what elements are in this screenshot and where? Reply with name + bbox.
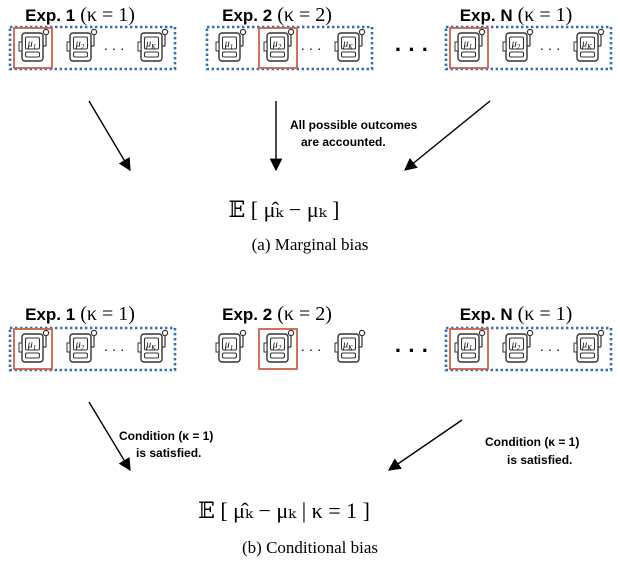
machine-label: μ2 <box>511 39 521 52</box>
arm-ellipsis: · · · <box>540 43 561 58</box>
note-line: is satisfied. <box>136 446 201 460</box>
experiment-kappa: (κ = 1) <box>80 4 135 26</box>
arm-ellipsis: · · · <box>301 43 322 58</box>
machine-label: μK <box>581 340 592 353</box>
slot-machine-icon: μ2 <box>66 28 98 62</box>
experiment-3: Exp. N (κ = 1) μ1 μ2 μK · · · <box>444 4 613 71</box>
experiments-ellipsis: · · · <box>395 338 429 363</box>
machine-label: μ1 <box>463 39 473 52</box>
experiment-kappa: (κ = 2) <box>277 303 332 325</box>
slot-machine-icon: μK <box>573 329 605 363</box>
slot-machine-icon: μK <box>573 28 605 62</box>
machine-label: μK <box>145 39 156 52</box>
slot-machine-icon: μ1 <box>454 329 486 363</box>
arrow-left <box>88 100 131 172</box>
bias-formula: 𝔼 [ μ̂ₖ − μₖ | κ = 1 ] <box>198 498 370 523</box>
selected-arm-box <box>258 328 298 370</box>
figure-caption: (b) Conditional bias <box>242 538 378 557</box>
experiment-3: Exp. N (κ = 1) μ1 μ2 μK · · · <box>444 303 613 372</box>
experiment-kappa: (κ = 1) <box>518 4 573 26</box>
arm-ellipsis: · · · <box>540 344 561 359</box>
machine-label: μ1 <box>27 340 37 353</box>
machine-label: μ2 <box>511 340 521 353</box>
slot-machine-icon: μ2 <box>263 28 295 62</box>
selected-arm-box <box>258 27 298 69</box>
experiment-label: Exp. 1 <box>25 6 75 25</box>
selected-arm-box <box>449 328 489 370</box>
experiment-1: Exp. 1 (κ = 1) μ1 μ2 μK · · · <box>8 303 177 372</box>
slot-machine-icon: μ2 <box>502 329 534 363</box>
experiment-title: Exp. N (κ = 1) <box>460 303 573 325</box>
arm-group-box <box>8 326 177 372</box>
arm-group-box <box>205 25 374 71</box>
arm-ellipsis: · · · <box>301 344 322 359</box>
bias-formula: 𝔼 [ μ̂ₖ − μₖ ] <box>229 197 340 222</box>
slot-machine-icon: μ2 <box>263 329 295 363</box>
arrow-right <box>404 100 491 171</box>
arm-group-box <box>444 25 613 71</box>
machine-label: μ2 <box>272 340 282 353</box>
experiment-label: Exp. N <box>460 6 513 25</box>
slot-machine-icon: μ1 <box>18 329 50 363</box>
experiment-kappa: (κ = 1) <box>80 303 135 325</box>
experiment-label: Exp. 2 <box>222 305 272 324</box>
figure-caption: (a) Marginal bias <box>252 235 369 254</box>
machine-label: μ2 <box>75 340 85 353</box>
note-line: Condition (κ = 1) <box>119 429 213 443</box>
slot-machine-icon: μ2 <box>66 329 98 363</box>
slot-machine-icon: μ2 <box>502 28 534 62</box>
slot-machine-icon: μK <box>137 28 169 62</box>
experiment-title: Exp. 2 (κ = 2) <box>222 303 332 325</box>
selected-arm-box <box>13 27 53 69</box>
note-line: are accounted. <box>301 135 386 149</box>
machine-label: μ2 <box>272 39 282 52</box>
machine-label: μK <box>581 39 592 52</box>
experiment-label: Exp. 2 <box>222 6 272 25</box>
machine-label: μ1 <box>224 39 234 52</box>
machine-label: μK <box>342 39 353 52</box>
experiment-title: Exp. 1 (κ = 1) <box>25 4 135 26</box>
experiment-kappa: (κ = 2) <box>277 4 332 26</box>
slot-machine-icon: μK <box>334 28 366 62</box>
slot-machine-icon: μ1 <box>18 28 50 62</box>
note-line: All possible outcomes <box>290 118 418 132</box>
note-line: is satisfied. <box>507 453 572 467</box>
arrow-left <box>88 401 131 472</box>
machine-label: μK <box>342 340 353 353</box>
experiment-1: Exp. 1 (κ = 1) μ1 μ2 μK · · · <box>8 4 177 71</box>
arm-ellipsis: · · · <box>104 43 125 58</box>
slot-machine-icon: μK <box>334 329 366 363</box>
machine-label: μ1 <box>463 340 473 353</box>
note-line: Condition (κ = 1) <box>485 435 579 449</box>
arm-ellipsis: · · · <box>104 344 125 359</box>
slot-machine-icon: μK <box>137 329 169 363</box>
slot-machine-icon: μ1 <box>215 28 247 62</box>
experiments-ellipsis: · · · <box>395 37 429 62</box>
arrow-right <box>387 419 463 471</box>
slot-machine-icon: μ1 <box>454 28 486 62</box>
experiment-label: Exp. 1 <box>25 305 75 324</box>
experiment-title: Exp. 2 (κ = 2) <box>222 4 332 26</box>
experiment-label: Exp. N <box>460 305 513 324</box>
experiment-title: Exp. N (κ = 1) <box>460 4 573 26</box>
experiment-kappa: (κ = 1) <box>518 303 573 325</box>
arm-group-box <box>8 25 177 71</box>
selected-arm-box <box>13 328 53 370</box>
experiment-2: Exp. 2 (κ = 2) μ1 μ2 μK · · · <box>215 303 366 370</box>
machine-label: μ1 <box>224 340 234 353</box>
experiment-title: Exp. 1 (κ = 1) <box>25 303 135 325</box>
selected-arm-box <box>449 27 489 69</box>
machine-label: μ2 <box>75 39 85 52</box>
slot-machine-icon: μ1 <box>215 329 247 363</box>
machine-label: μK <box>145 340 156 353</box>
experiment-2: Exp. 2 (κ = 2) μ1 μ2 μK · · · <box>205 4 374 71</box>
machine-label: μ1 <box>27 39 37 52</box>
arm-group-box <box>444 326 613 372</box>
